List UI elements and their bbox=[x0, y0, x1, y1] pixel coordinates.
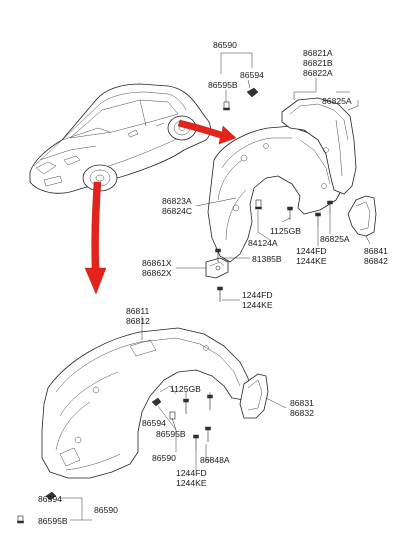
label-86832: 86832 bbox=[290, 408, 314, 418]
red-arrow-front bbox=[84, 181, 107, 295]
mud-guard-front bbox=[239, 373, 269, 419]
label-86842: 86842 bbox=[364, 256, 388, 266]
label-86841: 86841 bbox=[364, 246, 388, 256]
leader-lines bbox=[60, 52, 371, 521]
label-86595b-bl: 86595B bbox=[38, 516, 68, 526]
label-1244fd-bot: 1244FD bbox=[176, 468, 207, 478]
label-86590-bl: 86590 bbox=[94, 505, 118, 515]
fastener-top-86595b bbox=[223, 101, 230, 111]
car-illustration bbox=[29, 83, 211, 194]
label-86848a: 86848A bbox=[200, 455, 230, 465]
label-86825a-top: 86825A bbox=[322, 96, 352, 106]
label-86862x: 86862X bbox=[142, 268, 172, 278]
screw-1244fd-low bbox=[217, 286, 223, 302]
label-86825a-mid: 86825A bbox=[320, 234, 350, 244]
label-86594-top: 86594 bbox=[240, 70, 264, 80]
label-86590-bot: 86590 bbox=[152, 453, 176, 463]
bolt-81385b bbox=[215, 248, 221, 262]
label-1125gb-top: 1125GB bbox=[270, 226, 301, 236]
bracket-86861x bbox=[205, 257, 229, 279]
rear-inner-panel bbox=[281, 97, 357, 195]
label-1244ke-low: 1244KE bbox=[242, 300, 273, 310]
label-86821a: 86821A bbox=[303, 48, 333, 58]
clip-bottom-left bbox=[17, 491, 57, 524]
mud-guard-rear bbox=[347, 195, 377, 237]
label-86594-bl: 86594 bbox=[38, 494, 62, 504]
label-86831: 86831 bbox=[290, 398, 314, 408]
part-labels: 86590 86594 86595B 86821A 86821B 86822A … bbox=[38, 40, 388, 526]
red-arrow-rear bbox=[177, 119, 237, 145]
label-86594-bot: 86594 bbox=[142, 418, 166, 428]
label-86595b-top: 86595B bbox=[208, 80, 238, 90]
label-1125gb-bot: 1125GB bbox=[170, 384, 201, 394]
screw-1244fd-mid bbox=[315, 200, 333, 226]
label-86811: 86811 bbox=[126, 306, 149, 316]
fastener-top-86594 bbox=[246, 87, 259, 98]
nut-84124a bbox=[255, 199, 262, 210]
label-86861x: 86861X bbox=[142, 258, 172, 268]
label-86822a: 86822A bbox=[303, 68, 333, 78]
label-84124a: 84124A bbox=[248, 238, 278, 248]
screw-1125gb-bot bbox=[183, 394, 213, 414]
label-1244fd-low: 1244FD bbox=[242, 290, 273, 300]
screw-1125gb-top bbox=[287, 206, 293, 220]
screw-1244fd-bot bbox=[193, 426, 211, 450]
rear-wheel-guard bbox=[207, 125, 345, 263]
label-86812: 86812 bbox=[126, 316, 150, 326]
label-86823a: 86823A bbox=[162, 196, 192, 206]
clip-bottom-86594 bbox=[151, 397, 176, 420]
label-86590-top: 86590 bbox=[213, 40, 237, 50]
label-86821b: 86821B bbox=[303, 58, 333, 68]
label-86824c: 86824C bbox=[162, 206, 192, 216]
label-1244ke-mid: 1244KE bbox=[296, 256, 327, 266]
label-86595b-bot: 86595B bbox=[156, 429, 186, 439]
label-1244fd-mid: 1244FD bbox=[296, 246, 327, 256]
label-1244ke-bot: 1244KE bbox=[176, 478, 207, 488]
label-81385b: 81385B bbox=[252, 254, 282, 264]
front-wheel-guard bbox=[41, 327, 251, 479]
